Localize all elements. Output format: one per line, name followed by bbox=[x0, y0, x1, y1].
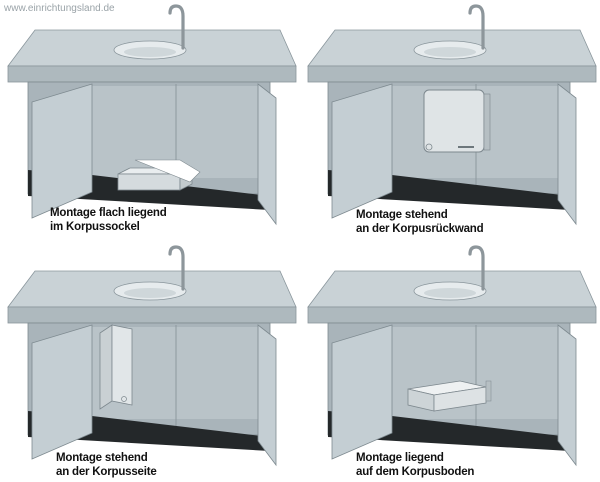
door-right bbox=[557, 83, 577, 226]
cabinet-interior bbox=[92, 86, 258, 178]
sink-drain bbox=[424, 47, 476, 57]
cabinet-interior bbox=[92, 327, 258, 419]
caption-line-2: auf dem Korpusboden bbox=[356, 466, 475, 478]
cabinet-illustration bbox=[7, 245, 297, 467]
panel-upright-side-wall: Montage stehend an der Korpusseite bbox=[0, 241, 300, 482]
faucet bbox=[168, 245, 185, 291]
boiler-lying-on-floor-icon bbox=[407, 380, 492, 412]
caption-line-1: Montage liegend bbox=[356, 452, 444, 464]
faucet bbox=[468, 245, 485, 291]
door-right bbox=[257, 83, 277, 226]
cabinet-illustration bbox=[7, 4, 297, 226]
door-left bbox=[31, 324, 93, 460]
countertop-front bbox=[7, 65, 297, 83]
cabinet-illustration bbox=[307, 245, 597, 467]
caption-line-2: an der Korpusrückwand bbox=[356, 223, 484, 235]
sink-cabinet bbox=[7, 245, 297, 467]
boiler-upright-back-wall-icon bbox=[423, 89, 491, 153]
caption-line-2: an der Korpusseite bbox=[56, 466, 157, 478]
panel-upright-back-wall: Montage stehend an der Korpusrückwand bbox=[300, 0, 600, 241]
sink-cabinet bbox=[307, 245, 597, 467]
countertop-front bbox=[7, 306, 297, 324]
panel-caption: Montage stehend an der Korpusseite bbox=[56, 451, 157, 479]
sink-drain bbox=[424, 288, 476, 298]
panel-caption: Montage stehend an der Korpusrückwand bbox=[356, 208, 484, 236]
faucet bbox=[468, 4, 485, 50]
caption-line-1: Montage stehend bbox=[56, 452, 148, 464]
panel-flat-plinth: Montage flach liegend im Korpussockel bbox=[0, 0, 300, 241]
countertop-front bbox=[307, 306, 597, 324]
door-left bbox=[331, 83, 393, 219]
panel-caption: Montage flach liegend im Korpussockel bbox=[50, 206, 167, 234]
sink-drain bbox=[124, 47, 176, 57]
caption-line-2: im Korpussockel bbox=[50, 221, 140, 233]
countertop-front bbox=[307, 65, 597, 83]
caption-line-1: Montage stehend bbox=[356, 209, 448, 221]
door-right bbox=[557, 324, 577, 467]
sink-cabinet bbox=[7, 4, 297, 226]
sink-cabinet bbox=[307, 4, 597, 226]
watermark: www.einrichtungsland.de bbox=[4, 3, 115, 14]
door-left bbox=[31, 83, 93, 219]
door-right bbox=[257, 324, 277, 467]
faucet bbox=[168, 4, 185, 50]
caption-line-1: Montage flach liegend bbox=[50, 207, 167, 219]
boiler-flat-in-plinth-icon bbox=[117, 159, 201, 191]
panel-lying-on-floor: Montage liegend auf dem Korpusboden bbox=[300, 241, 600, 482]
panel-caption: Montage liegend auf dem Korpusboden bbox=[356, 451, 474, 479]
door-left bbox=[331, 324, 393, 460]
cabinet-illustration bbox=[307, 4, 597, 226]
sink-drain bbox=[124, 288, 176, 298]
boiler-upright-side-wall-icon bbox=[99, 324, 133, 410]
